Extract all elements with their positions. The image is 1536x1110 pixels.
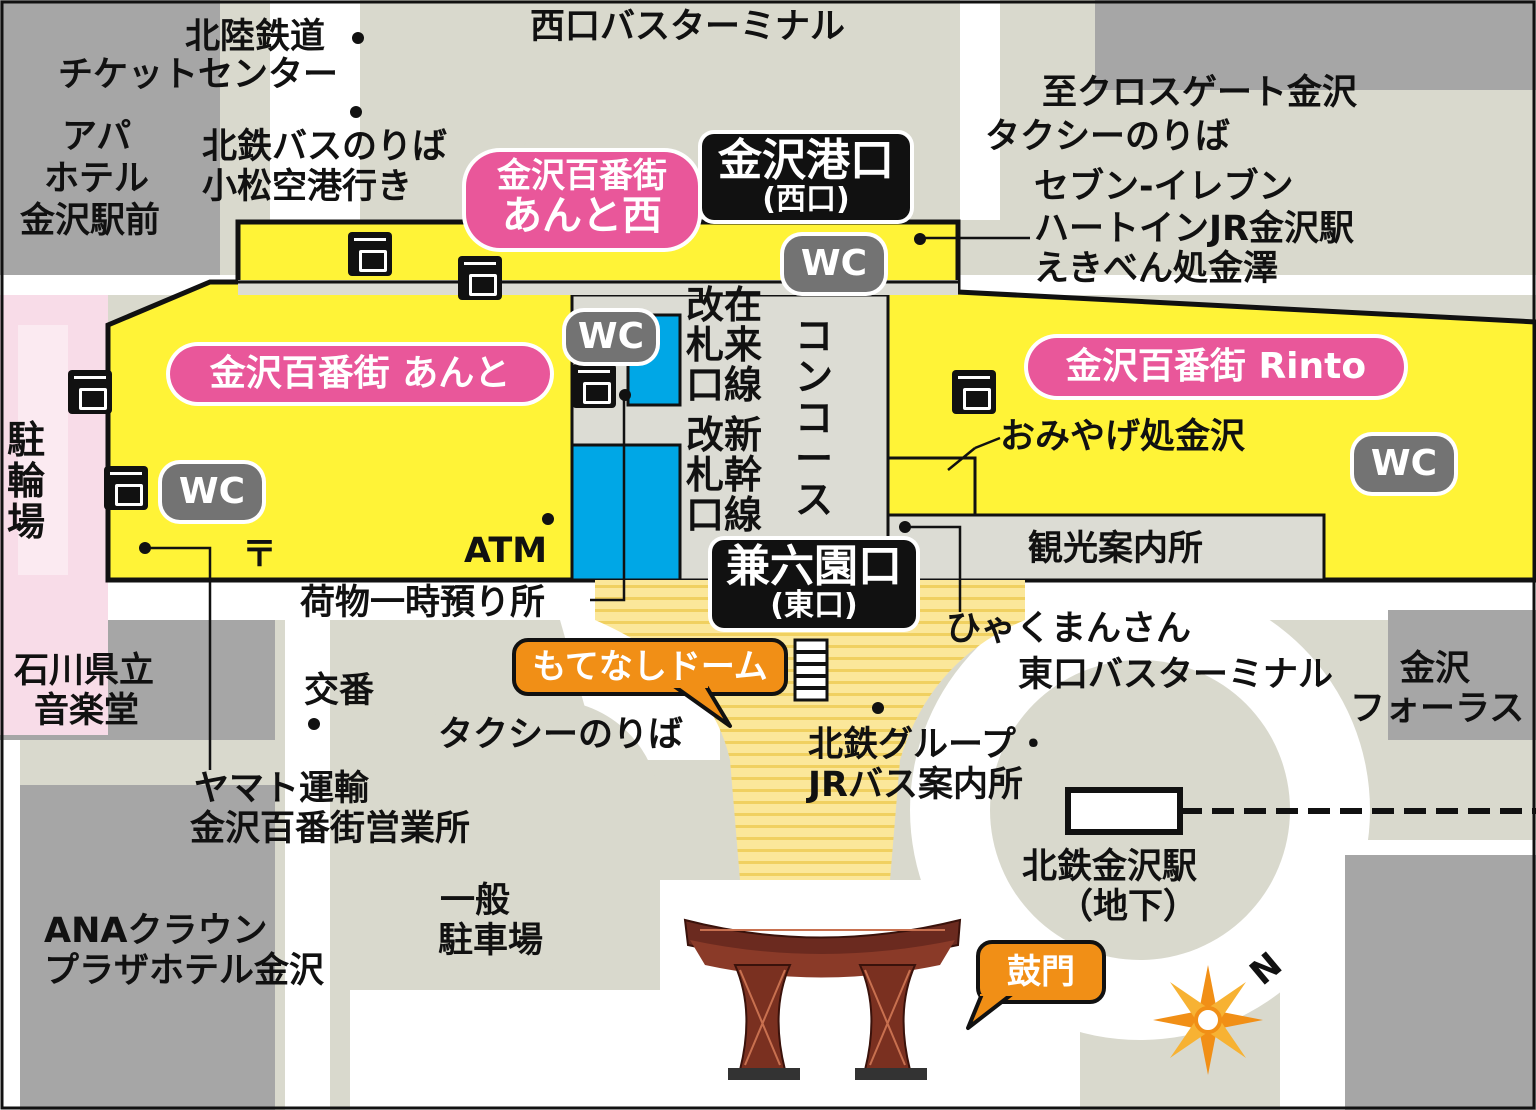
luggage-dot [619,389,631,401]
anto-nishi-line2: あんと西 [502,193,662,240]
hokuriku-ticket-label-2: チケットセンター [58,55,339,95]
locker-icon [104,466,148,510]
yamato-label-1: ヤマト運輸 [194,769,370,809]
tsuzumimon-callout-tail [966,994,1014,1030]
taxi-label: タクシーのりば [438,715,684,755]
bus-stop-dot [350,106,362,118]
bus-info-dot [872,702,884,714]
motenashi-callout-tail [672,686,732,728]
locker-icon [572,364,616,408]
tsuzumimon-illustration [683,918,962,1080]
locker-icon [68,370,112,414]
luggage-label: 荷物一時預り所 [300,583,546,623]
anto-nishi-label: 金沢百番街 あんと西 [466,152,698,248]
forus-label-2: フォーラス [1350,689,1525,729]
wc-badge: WC [162,464,262,520]
atm-dot [542,513,554,525]
apa-hotel-label-2: ホテル [44,159,150,199]
parking-label-2: 駐車場 [438,921,544,961]
yamato-label-2: 金沢百番街営業所 [190,809,471,849]
shinkansen-gate-label-2: 札幹 [686,453,763,497]
stairs-icon [793,638,829,702]
east-gate-main: 兼六園口 [726,541,902,592]
west-gate-label: 金沢港口 (西口) [702,134,910,220]
bicycle-parking-area [0,295,108,735]
locker-icon [348,232,392,276]
crossgate-label-1: 至クロスゲート金沢 [1042,73,1358,113]
hokutetsu-bus-label-2: 小松空港行き [202,167,413,207]
tourist-info-label: 観光案内所 [1028,529,1204,569]
hokutetsu-group-label-2: JRバス案内所 [808,765,1023,805]
seven-eleven-dot [914,233,926,245]
omiyage-label: おみやげ処金沢 [1000,417,1246,457]
seven-eleven-label-2: ハートインJR金沢駅 [1034,209,1354,249]
zairai-gate-label-1: 改在 [686,283,763,327]
ishikawa-hall-label-1: 石川県立 [14,651,155,691]
yamato-dot [139,542,151,554]
anto-label: 金沢百番街 あんと [170,346,550,402]
apa-hotel-label-1: アパ [62,117,132,157]
east-bus-terminal-label: 東口バスターミナル [1018,655,1334,695]
west-gate-main: 金沢港口 [718,135,894,186]
seven-eleven-label-1: セブン-イレブン [1034,167,1294,207]
compass-icon [1153,965,1263,1075]
ana-hotel-label-1: ANAクラウン [44,911,268,951]
bicycle-parking-label: 駐輪場 [6,418,45,545]
shinkansen-gate-label-3: 口線 [686,493,763,537]
wc-badge: WC [784,236,884,292]
locker-icon [458,256,502,300]
west-bus-terminal-label: 西口バスターミナル [530,7,846,47]
crossgate-label-2: タクシーのりば [985,117,1231,157]
locker-icon [952,370,996,414]
forus-label-1: 金沢 [1400,649,1471,689]
zairai-gate-label-2: 札来 [686,323,763,367]
ticket-center-dot [352,32,364,44]
hyakumansan-dot [899,521,911,533]
east-gate-sub: (東口) [770,588,858,624]
shinkansen-gate-label-1: 改新 [686,413,763,457]
hokutetsu-bus-label-1: 北鉄バスのりば [202,127,448,167]
hokutetsu-group-label-1: 北鉄グループ・ [808,725,1051,765]
tsuzumimon-callout: 鼓門 [976,940,1106,1004]
hyakumansan-label: ひゃくまんさん [946,609,1192,649]
hokutetsu-station-label-2: （地下） [1058,887,1199,927]
koban-label: 交番 [304,671,375,711]
hokutetsu-station-box [1065,787,1183,835]
rinto-label: 金沢百番街 Rinto [1028,338,1404,396]
west-gate-sub: (西口) [762,182,850,218]
post-office-label: 〒 [242,535,278,575]
east-gate-label: 兼六園口 (東口) [712,540,916,628]
hokuriku-ticket-label-1: 北陸鉄道 [185,17,326,57]
atm-label: ATM [464,531,548,571]
concourse-label: コンコース [794,314,833,523]
koban-dot [308,718,320,730]
seven-eleven-label-3: えきべん処金澤 [1034,249,1278,289]
shinkansen-gate-area [570,443,682,582]
hokutetsu-station-label-1: 北鉄金沢駅 [1022,847,1198,887]
wc-badge: WC [566,312,656,362]
wc-badge: WC [1354,436,1454,492]
anto-nishi-line1: 金沢百番街 [497,156,667,196]
parking-label-1: 一般 [440,881,511,921]
motenashi-dome-callout: もてなしドーム [512,638,788,696]
zairai-gate-label-3: 口線 [686,363,763,407]
ana-hotel-label-2: プラザホテル金沢 [44,951,325,991]
apa-hotel-label-3: 金沢駅前 [20,201,161,241]
ishikawa-hall-label-2: 音楽堂 [34,691,140,731]
